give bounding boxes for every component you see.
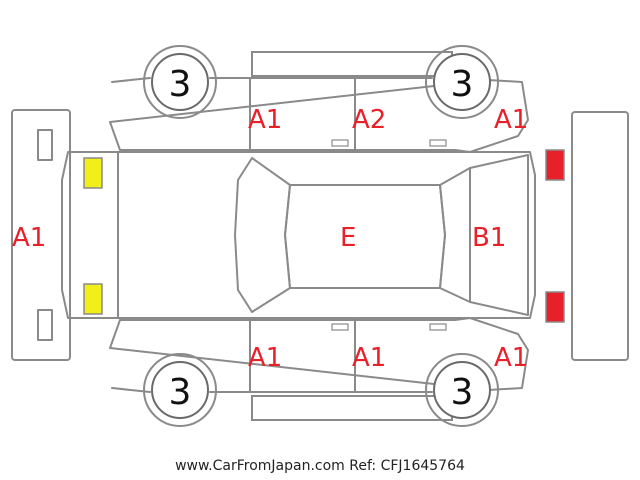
rear-bumper: [571, 111, 629, 361]
footer-reference: www.CarFromJapan.com Ref: CFJ1645764: [175, 458, 465, 474]
taillamp-left: [545, 149, 565, 181]
code-rear-fender-left: A1: [494, 105, 528, 135]
headlamp-right: [83, 283, 103, 315]
car-top-view: [61, 151, 536, 319]
front-bumper: [11, 109, 71, 361]
headlamp-left: [83, 157, 103, 189]
tire-rear-left-label: 3: [451, 64, 474, 105]
right-side-profile: [109, 317, 529, 393]
tire-rear-left: 3: [425, 45, 499, 119]
right-side-skirt: [251, 395, 453, 421]
code-front-door-left: A1: [248, 105, 282, 135]
tire-front-right: 3: [143, 353, 217, 427]
tire-front-left: 3: [143, 45, 217, 119]
code-front-bumper: A1: [12, 223, 46, 253]
code-rear-door-right: A1: [352, 343, 386, 373]
taillamp-right: [545, 291, 565, 323]
code-rear-fender-right: A1: [494, 343, 528, 373]
code-rear-door-left: A2: [352, 105, 386, 135]
tire-rear-right-label: 3: [451, 372, 474, 413]
left-side-skirt: [251, 51, 453, 77]
tire-front-right-label: 3: [169, 372, 192, 413]
code-rear-glass: B1: [472, 223, 506, 253]
tire-front-left-label: 3: [169, 64, 192, 105]
tire-rear-right: 3: [425, 353, 499, 427]
code-front-door-right: A1: [248, 343, 282, 373]
code-roof: E: [340, 223, 356, 253]
